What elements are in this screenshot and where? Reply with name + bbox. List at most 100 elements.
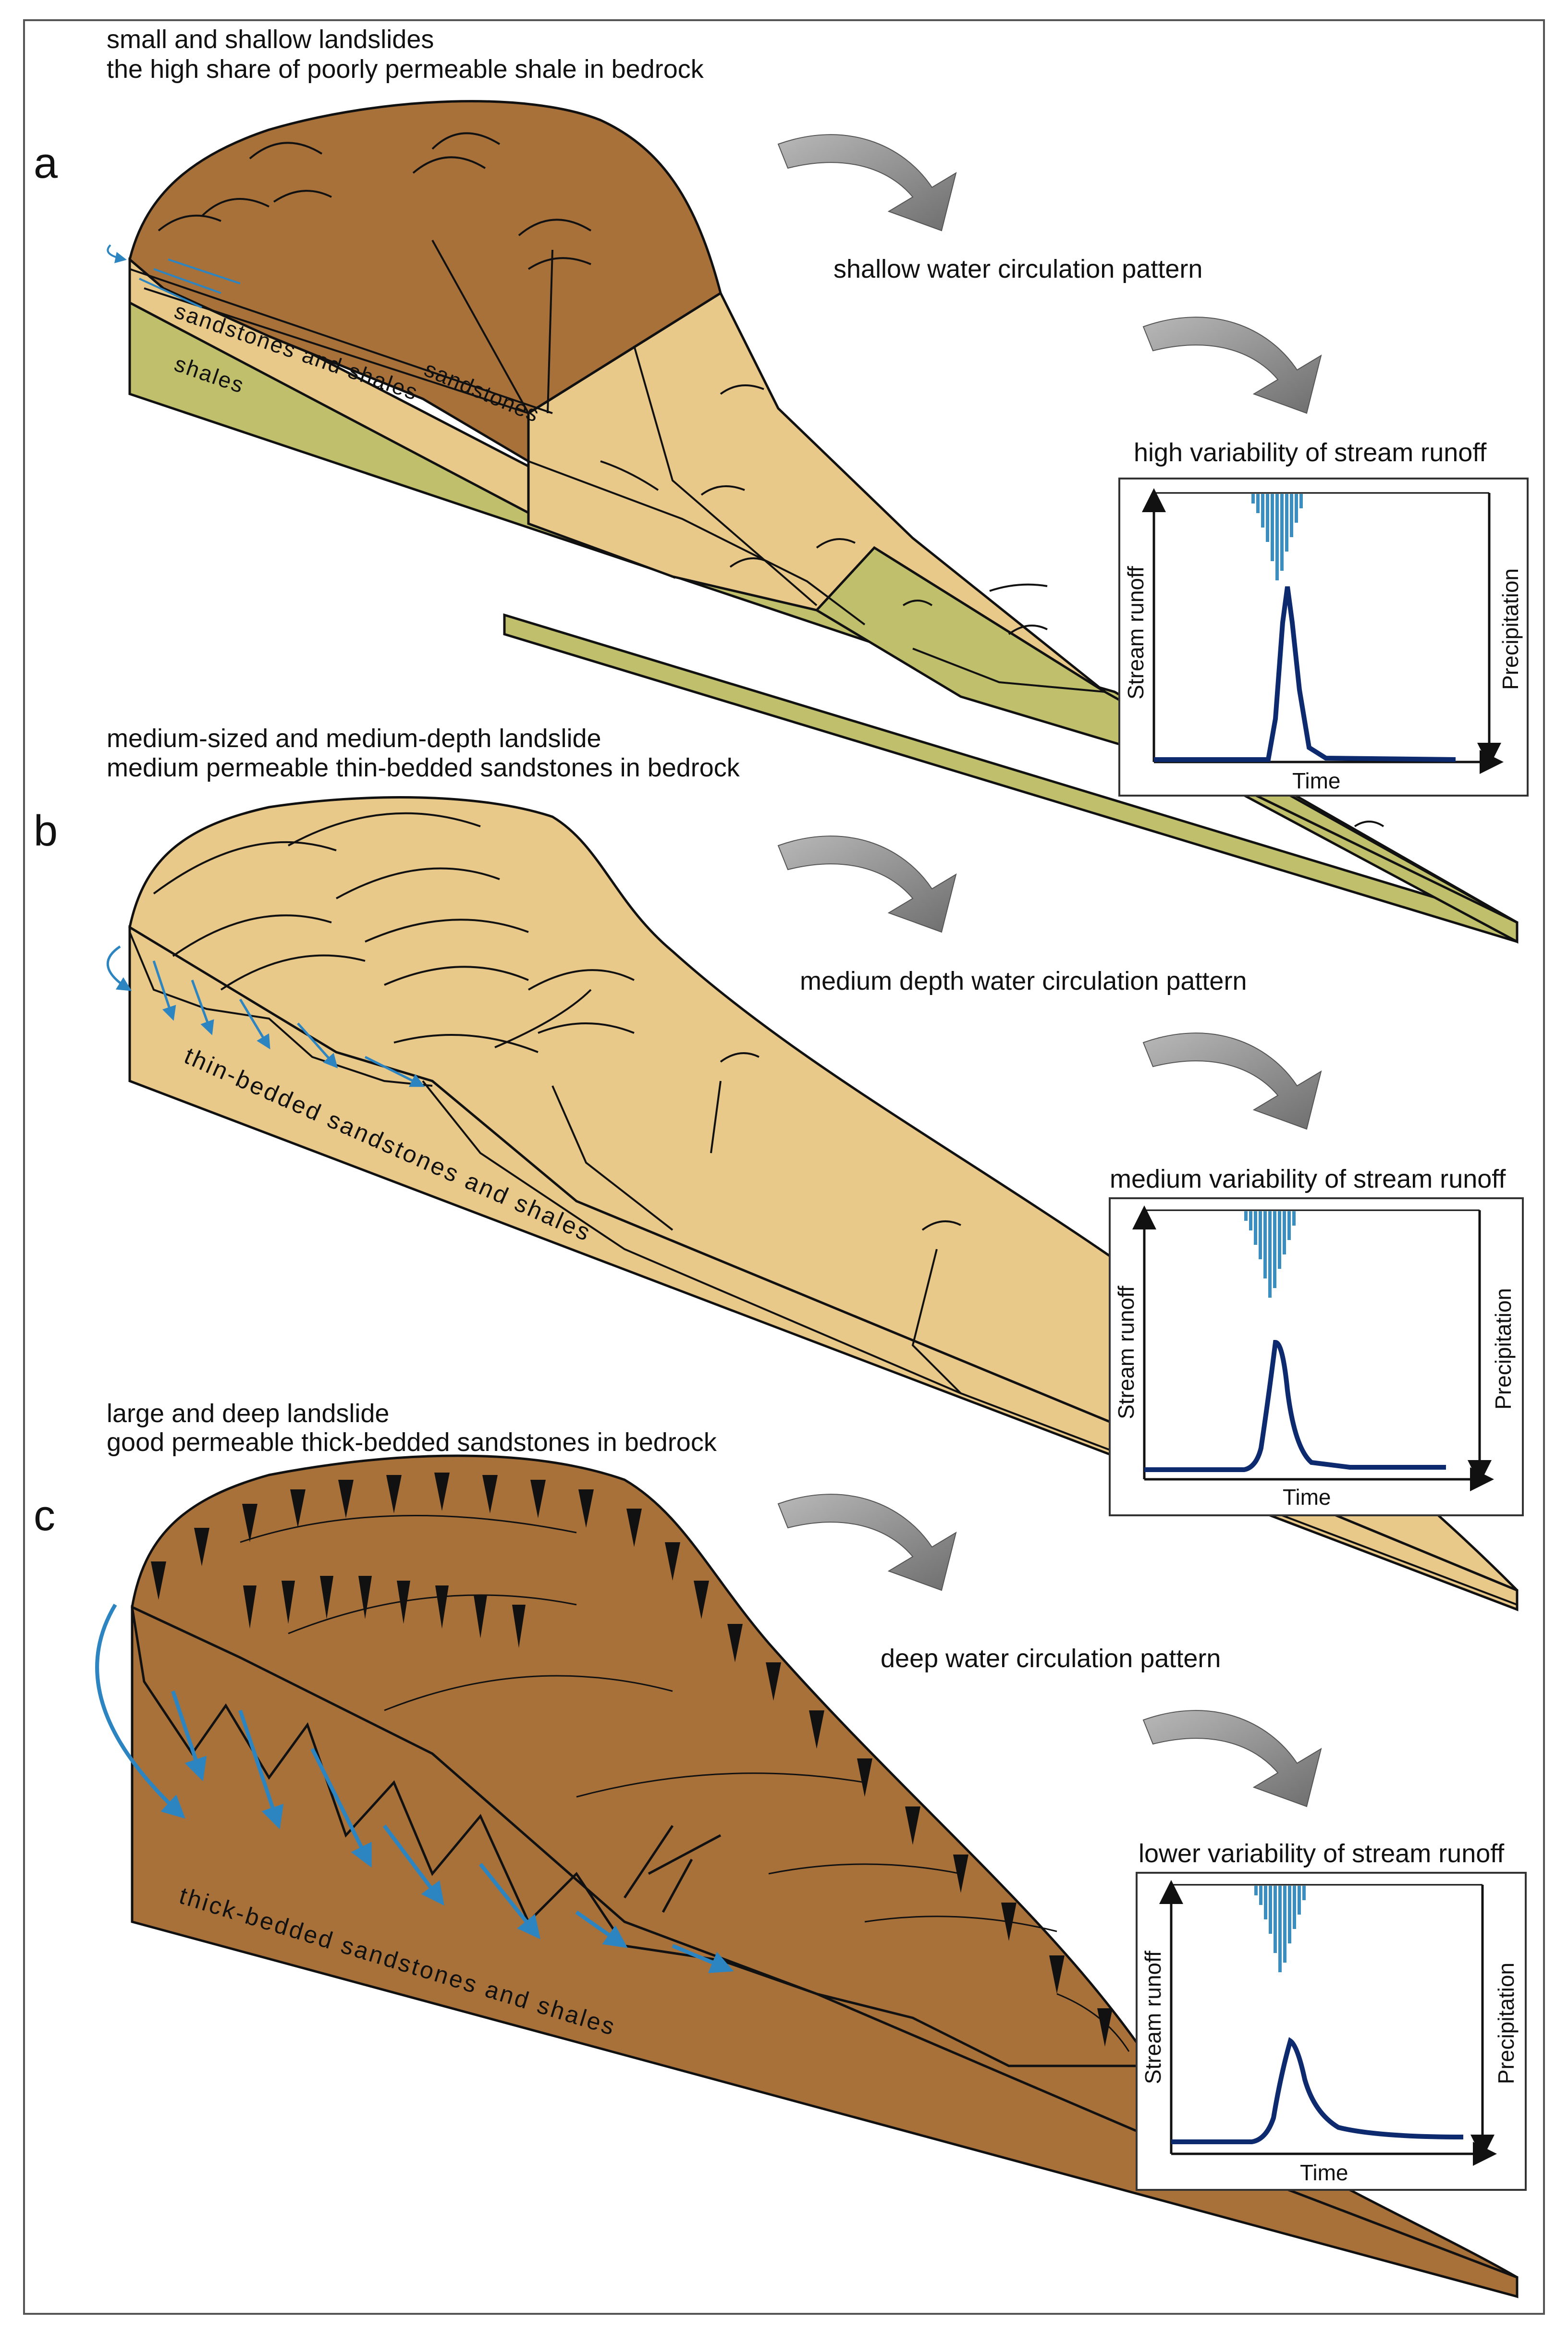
block-a-scarps xyxy=(158,132,1384,827)
panel-b-runoff-title: medium variability of stream runoff xyxy=(1110,1165,1506,1193)
precip-bar xyxy=(1275,494,1279,580)
grey-arrow-c-1 xyxy=(777,1494,957,1591)
rim-tooth xyxy=(1049,1955,1065,1994)
rim-tooth xyxy=(482,1475,498,1513)
chart-c-xlabel: Time xyxy=(1300,2160,1348,2185)
precip-bar xyxy=(1244,1211,1248,1221)
chart-c-runoff-line xyxy=(1171,2037,1464,2144)
rim-tooth xyxy=(578,1489,594,1528)
precip-bar xyxy=(1254,1211,1257,1245)
chart-b-runoff-line xyxy=(1144,1339,1446,1472)
precip-bar xyxy=(1287,1211,1291,1240)
figure-frame xyxy=(23,19,1545,2315)
precip-bar xyxy=(1274,1886,1277,1953)
rim-tooth xyxy=(626,1509,642,1547)
chart-a-ylabel: Stream runoff xyxy=(1123,566,1148,700)
panel-b-circulation: medium depth water circulation pattern xyxy=(800,967,1247,995)
precip-bar xyxy=(1249,1211,1252,1230)
precip-bar xyxy=(1264,1886,1267,1919)
rim-tooth xyxy=(1097,2008,1113,2047)
rim-tooth xyxy=(151,1561,166,1600)
rim-tooth xyxy=(338,1480,354,1518)
precip-bar xyxy=(1251,494,1255,504)
precip-bar xyxy=(1273,1211,1276,1288)
precip-bar xyxy=(1278,1886,1282,1972)
panel-c-circulation: deep water circulation pattern xyxy=(881,1644,1221,1673)
rim-tooth xyxy=(512,1605,526,1648)
rim-tooth xyxy=(530,1480,546,1518)
panel-a-circulation: shallow water circulation pattern xyxy=(833,255,1202,283)
panel-a-letter: a xyxy=(34,139,58,187)
precip-bar xyxy=(1292,1211,1296,1226)
block-c-surface-lines xyxy=(240,1514,1130,2052)
chart-b-y2label: Precipitation xyxy=(1491,1288,1516,1410)
grey-arrow-b-2 xyxy=(1142,1032,1322,1130)
grey-arrow-c-2 xyxy=(1142,1710,1322,1807)
precip-bar xyxy=(1302,1886,1306,1900)
block-b-water-lines xyxy=(106,945,425,1087)
precip-bar xyxy=(1261,494,1264,528)
precip-bar xyxy=(1295,494,1298,523)
chart-c-y2label: Precipitation xyxy=(1494,1963,1519,2084)
rim-tooth xyxy=(809,1710,824,1749)
panel-c-runoff-title: lower variability of stream runoff xyxy=(1139,1839,1505,1868)
precip-bar xyxy=(1283,1886,1286,1963)
precip-bar xyxy=(1268,1211,1272,1298)
rim-tooth xyxy=(694,1581,709,1619)
precip-bar xyxy=(1280,494,1284,571)
rim-tooth xyxy=(474,1595,487,1638)
runoff-chart-c: Stream runoff Time Precipitation xyxy=(1136,1872,1527,2191)
rim-tooth xyxy=(665,1542,680,1581)
chart-c-ylabel: Stream runoff xyxy=(1140,1951,1165,2084)
precip-bar xyxy=(1285,494,1288,552)
chart-a-precip-bars xyxy=(1251,494,1303,580)
grey-arrow-a-2 xyxy=(1142,317,1322,414)
rim-tooth xyxy=(905,1806,920,1845)
panel-b-heading-1: medium-sized and medium-depth landslide xyxy=(107,724,601,753)
rim-tooth xyxy=(766,1662,781,1701)
precip-bar xyxy=(1256,494,1260,513)
precip-bar xyxy=(1259,1211,1262,1259)
chart-c-precip-bars xyxy=(1254,1886,1306,1972)
precip-bar xyxy=(1299,494,1303,508)
runoff-chart-a: Stream runoff Time Precipitation xyxy=(1118,478,1529,797)
rim-tooth xyxy=(358,1576,372,1619)
rim-tooth xyxy=(320,1576,333,1619)
chart-b-xlabel: Time xyxy=(1283,1485,1331,1510)
panel-c-letter: c xyxy=(34,1492,55,1540)
rim-tooth xyxy=(194,1528,209,1566)
rim-tooth xyxy=(857,1758,872,1797)
grey-arrow-a-1 xyxy=(777,134,957,232)
rim-tooth xyxy=(282,1581,295,1624)
chart-a-xlabel: Time xyxy=(1292,768,1341,793)
rim-tooth xyxy=(386,1475,402,1513)
panel-b-letter: b xyxy=(34,807,58,855)
precip-bar xyxy=(1269,1886,1272,1934)
panel-c-heading-2: good permeable thick-bedded sandstones i… xyxy=(107,1428,717,1457)
chart-b-precip-bars xyxy=(1244,1211,1296,1298)
precip-bar xyxy=(1259,1886,1262,1905)
precip-bar xyxy=(1263,1211,1267,1278)
panel-a: a small and shallow landslides the high … xyxy=(34,25,1519,944)
precip-bar xyxy=(1266,494,1269,542)
block-c-water-lines xyxy=(95,1603,734,1973)
block-a-faults xyxy=(129,240,1105,693)
precip-bar xyxy=(1298,1886,1301,1915)
rim-tooth xyxy=(243,1585,257,1629)
chart-a-y2label: Precipitation xyxy=(1498,568,1523,690)
precip-bar xyxy=(1290,494,1293,537)
block-a-top-brown xyxy=(128,100,722,464)
precip-bar xyxy=(1278,1211,1281,1269)
precip-bar xyxy=(1293,1886,1296,1929)
panel-a-heading-2: the high share of poorly permeable shale… xyxy=(107,55,704,84)
precip-bar xyxy=(1288,1886,1291,1943)
precip-bar xyxy=(1271,494,1274,561)
rim-tooth xyxy=(434,1473,450,1511)
precip-bar xyxy=(1283,1211,1286,1254)
precip-bar xyxy=(1254,1886,1258,1895)
panel-b-heading-2: medium permeable thin-bedded sandstones … xyxy=(107,753,740,782)
chart-a-frame xyxy=(1118,478,1529,797)
rim-tooth xyxy=(290,1489,306,1528)
runoff-chart-b: Stream runoff Time Precipitation xyxy=(1109,1197,1524,1516)
panel-a-heading-1: small and shallow landslides xyxy=(107,25,434,54)
